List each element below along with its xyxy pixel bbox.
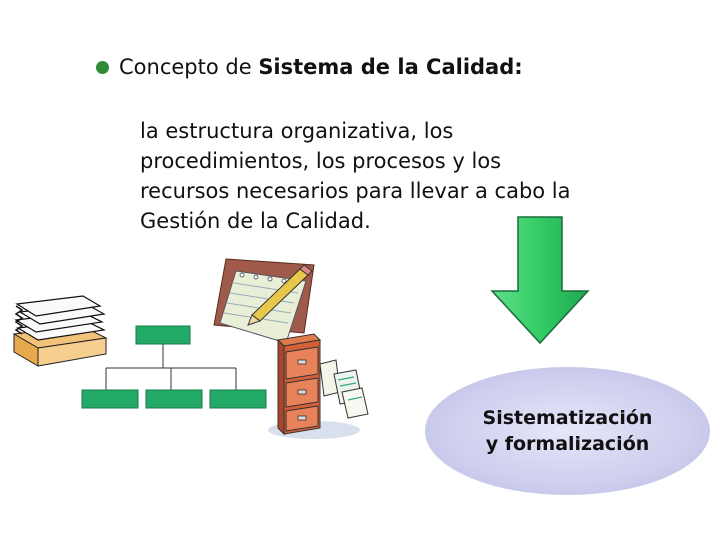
notepad-pencil-icon: [213, 258, 315, 344]
bullet-heading: Concepto de Sistema de la Calidad:: [96, 52, 523, 82]
definition-line: recursos necesarios para llevar a cabo l…: [140, 179, 571, 203]
result-line-2: y formalización: [485, 433, 650, 455]
definition-line: procedimientos, los procesos y los: [140, 149, 502, 173]
result-ellipse: Sistematización y formalización: [425, 367, 710, 495]
definition-line: Gestión de la Calidad.: [140, 209, 371, 233]
bullet-emphasis: Sistema de la Calidad:: [258, 55, 523, 79]
bullet-prefix: Concepto de: [119, 55, 252, 79]
definition-line: la estructura organizativa, los: [140, 119, 454, 143]
definition-text: la estructura organizativa, los procedim…: [140, 116, 660, 236]
filing-cabinet-icon: [268, 333, 369, 439]
bullet-text: Concepto de Sistema de la Calidad:: [119, 55, 523, 79]
result-line-1: Sistematización: [482, 407, 653, 429]
down-arrow-icon: [490, 216, 590, 345]
org-chart-icon: [81, 325, 267, 409]
paper-stack-icon: [12, 295, 108, 367]
bullet-dot-icon: [96, 60, 109, 74]
